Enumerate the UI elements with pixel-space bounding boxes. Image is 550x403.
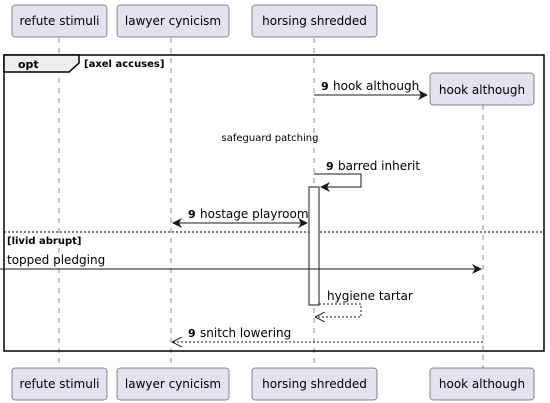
svg-text:lawyer cynicism: lawyer cynicism [125, 14, 221, 28]
message-4: topped pledging [0, 253, 482, 274]
message-6: 9 snitch lowering [173, 326, 483, 342]
fragment-guard: [axel accuses] [84, 59, 164, 70]
message-2: 9 barred inherit [314, 159, 420, 192]
message-3-number: 9 [188, 208, 196, 221]
fragment-keyword: opt [18, 58, 39, 71]
participant-horsing-shredded-top[interactable]: horsing shredded [251, 4, 378, 38]
participant-refute-stimuli-bottom[interactable]: refute stimuli [11, 367, 108, 401]
participant-refute-stimuli-top[interactable]: refute stimuli [11, 4, 108, 38]
message-2-number: 9 [326, 160, 334, 173]
svg-text:horsing shredded: horsing shredded [262, 14, 367, 28]
message-4-label: topped pledging [7, 253, 105, 267]
message-2-label: barred inherit [338, 159, 420, 173]
message-1-label: hook although [333, 79, 419, 93]
svg-text:lawyer cynicism: lawyer cynicism [125, 377, 221, 391]
message-1-number: 9 [321, 80, 329, 93]
svg-text:horsing shredded: horsing shredded [262, 377, 367, 391]
participant-hook-although-created[interactable]: hook although [429, 72, 535, 106]
svg-text:hook although: hook although [439, 377, 525, 391]
svg-text:refute stimuli: refute stimuli [19, 377, 99, 391]
svg-text:refute stimuli: refute stimuli [19, 14, 99, 28]
fragment-tab [3, 54, 80, 73]
participant-lawyer-cynicism-top[interactable]: lawyer cynicism [116, 4, 230, 38]
opt-fragment: opt [axel accuses] [livid abrupt] [3, 54, 545, 352]
divider-text: safeguard patching [222, 133, 319, 144]
message-6-number: 9 [188, 327, 196, 340]
message-1: 9 hook although [314, 79, 428, 100]
else-guard: [livid abrupt] [7, 236, 81, 247]
participant-horsing-shredded-bottom[interactable]: horsing shredded [251, 367, 378, 401]
participant-lawyer-cynicism-bottom[interactable]: lawyer cynicism [116, 367, 230, 401]
message-5-label: hygiene tartar [327, 289, 413, 303]
svg-text:hook although: hook although [439, 83, 525, 97]
activation-bar [308, 186, 320, 306]
message-5: hygiene tartar [316, 289, 413, 317]
participant-hook-although-bottom[interactable]: hook although [429, 367, 535, 401]
message-3: 9 hostage playroom [172, 207, 309, 228]
message-6-label: snitch lowering [200, 326, 291, 340]
message-3-label: hostage playroom [200, 207, 309, 221]
